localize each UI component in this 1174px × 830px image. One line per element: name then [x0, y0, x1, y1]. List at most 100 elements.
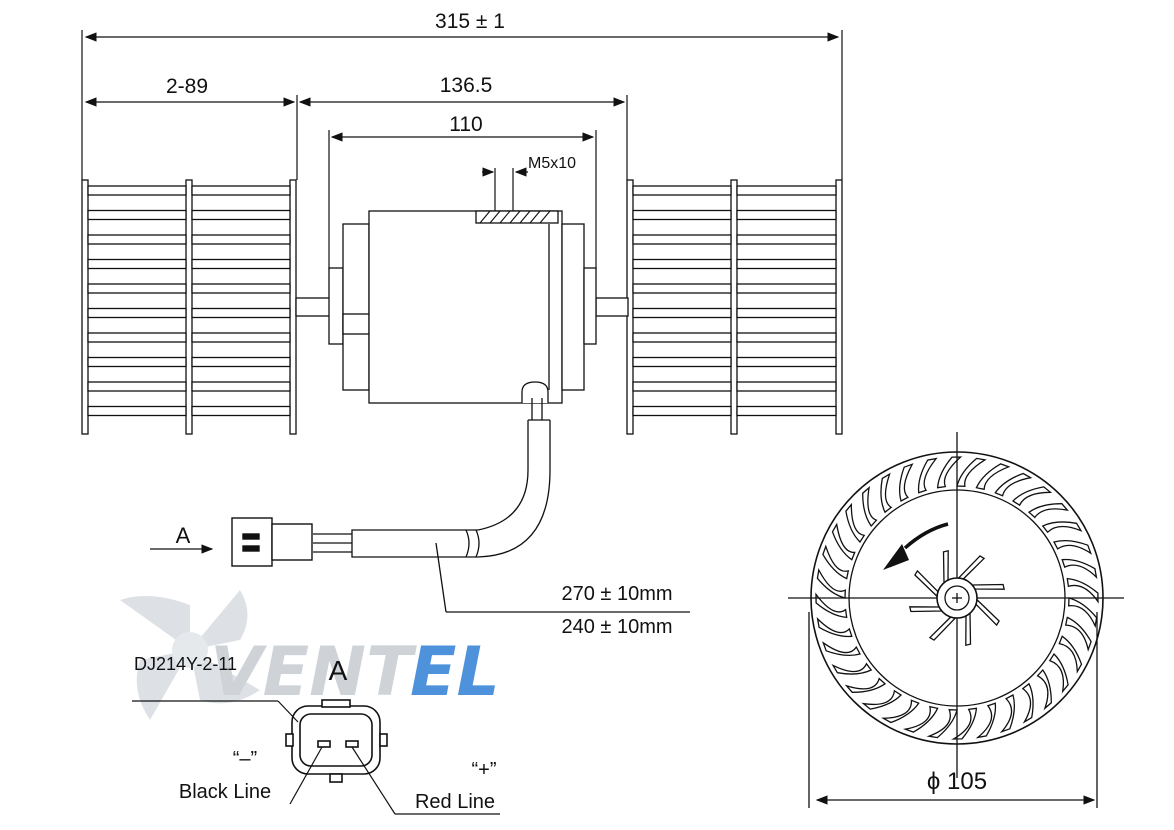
hub-spoke: [965, 611, 972, 647]
impeller-blade: [191, 185, 291, 196]
connector-leader-lines: [132, 700, 500, 815]
impeller-blade: [632, 283, 732, 294]
minus-terminal-symbol: “–”: [233, 748, 257, 770]
wheel-front-view: [788, 432, 1124, 808]
impeller-blade: [191, 234, 291, 245]
wheel-blade: [994, 472, 1033, 497]
impeller-blade: [632, 258, 732, 270]
wheel-blade: [1064, 616, 1092, 652]
wheel-blade: [1011, 486, 1053, 507]
impeller-blade: [736, 307, 837, 319]
wheel-blade: [1053, 539, 1092, 555]
connector-model: DJ214Y-2-11: [134, 654, 237, 674]
impeller-blade: [632, 332, 732, 343]
impeller-blade: [736, 283, 837, 294]
cable-length-2: 240 ± 10mm: [561, 616, 672, 638]
impeller-blade: [632, 185, 732, 196]
impeller-blade: [87, 381, 187, 392]
left-blower-wheel: [81, 179, 297, 435]
impeller-blade: [736, 234, 837, 245]
impeller-blade: [736, 185, 837, 196]
dim-overall-length: 315 ± 1: [435, 10, 505, 33]
dim-wheel-diameter: ϕ 105: [927, 768, 987, 795]
wheel-blade: [926, 709, 958, 739]
wheel-blade: [898, 463, 914, 502]
wheel-blade: [861, 689, 903, 710]
wheel-blade: [936, 456, 963, 489]
black-line-label: Black Line: [179, 781, 271, 803]
wheel-blade: [845, 502, 866, 544]
red-line-label: Red Line: [415, 791, 495, 813]
wheel-blade: [902, 705, 939, 733]
wheel-blade: [1058, 635, 1083, 674]
wheel-blade: [815, 592, 848, 619]
impeller-blade: [191, 405, 291, 417]
wheel-blade: [1036, 668, 1052, 711]
wheel-blade: [1048, 652, 1069, 694]
wheel-blade: [816, 567, 846, 599]
impeller-blade: [736, 258, 837, 270]
hub-spoke: [957, 555, 986, 580]
impeller-blade: [87, 185, 187, 196]
wheel-blade: [881, 699, 920, 724]
plus-terminal-symbol: “+”: [472, 759, 497, 781]
impeller-blade: [191, 258, 291, 270]
wheel-blade: [831, 522, 856, 561]
hub-spoke: [908, 606, 944, 613]
cable-length-1: 270 ± 10mm: [561, 583, 672, 605]
wheel-blade: [1027, 503, 1069, 519]
impeller-blade: [87, 405, 187, 417]
dimension-lines: [84, 32, 1096, 805]
hub-spoke: [914, 569, 939, 598]
impeller-blade: [87, 356, 187, 368]
motor-body: [328, 210, 597, 404]
dim-shaft-span: 136.5: [440, 74, 493, 97]
hub-spoke: [942, 549, 949, 585]
impeller-blade: [191, 332, 291, 343]
wheel-blade: [1041, 521, 1083, 534]
wheel-blade: [975, 702, 997, 739]
wheel-blade: [999, 694, 1016, 734]
wheel-blade: [975, 463, 1011, 491]
connector-detail-a: [285, 699, 388, 783]
impeller-blade: [191, 209, 291, 221]
wheel-blade: [1061, 558, 1098, 579]
view-arrow-label: A: [176, 523, 191, 548]
impeller-blade: [87, 307, 187, 319]
impeller-blade: [632, 381, 732, 392]
impeller-blade: [87, 332, 187, 343]
wheel-blade: [950, 707, 978, 740]
impeller-blade: [736, 381, 837, 392]
watermark-text-blue: EL: [410, 633, 500, 712]
wheel-blade: [816, 617, 853, 638]
wheel-blade: [956, 457, 987, 487]
wheel-blade: [844, 677, 887, 693]
dim-screw: M5x10: [528, 155, 576, 172]
extension-lines: [81, 30, 843, 270]
wheel-blade: [1068, 597, 1098, 629]
wheel-blade: [880, 472, 893, 514]
impeller-blade: [191, 283, 291, 294]
wheel-blade: [821, 641, 861, 657]
hub-spoke: [975, 598, 1000, 627]
impeller-blade: [87, 283, 187, 294]
impeller-blade: [736, 209, 837, 221]
hub-spoke: [928, 616, 957, 641]
impeller-blade: [632, 307, 732, 319]
wheel-blade: [1066, 577, 1099, 604]
connector-detail-title: A: [329, 655, 348, 686]
impeller-blade: [87, 258, 187, 270]
wheel-blade: [917, 457, 938, 494]
watermark: VENT EL: [120, 590, 500, 720]
impeller-blade: [632, 209, 732, 221]
dim-wheel-width: 2-89: [166, 75, 208, 98]
motor-shaft: [295, 297, 629, 317]
wheel-blade: [1021, 682, 1034, 724]
dim-motor-length: 110: [449, 113, 482, 136]
watermark-text-gray: VENT: [210, 633, 417, 712]
impeller-blade: [87, 209, 187, 221]
rotation-arrow-icon: [883, 544, 909, 570]
impeller-blade: [191, 381, 291, 392]
impeller-blade: [632, 356, 732, 368]
